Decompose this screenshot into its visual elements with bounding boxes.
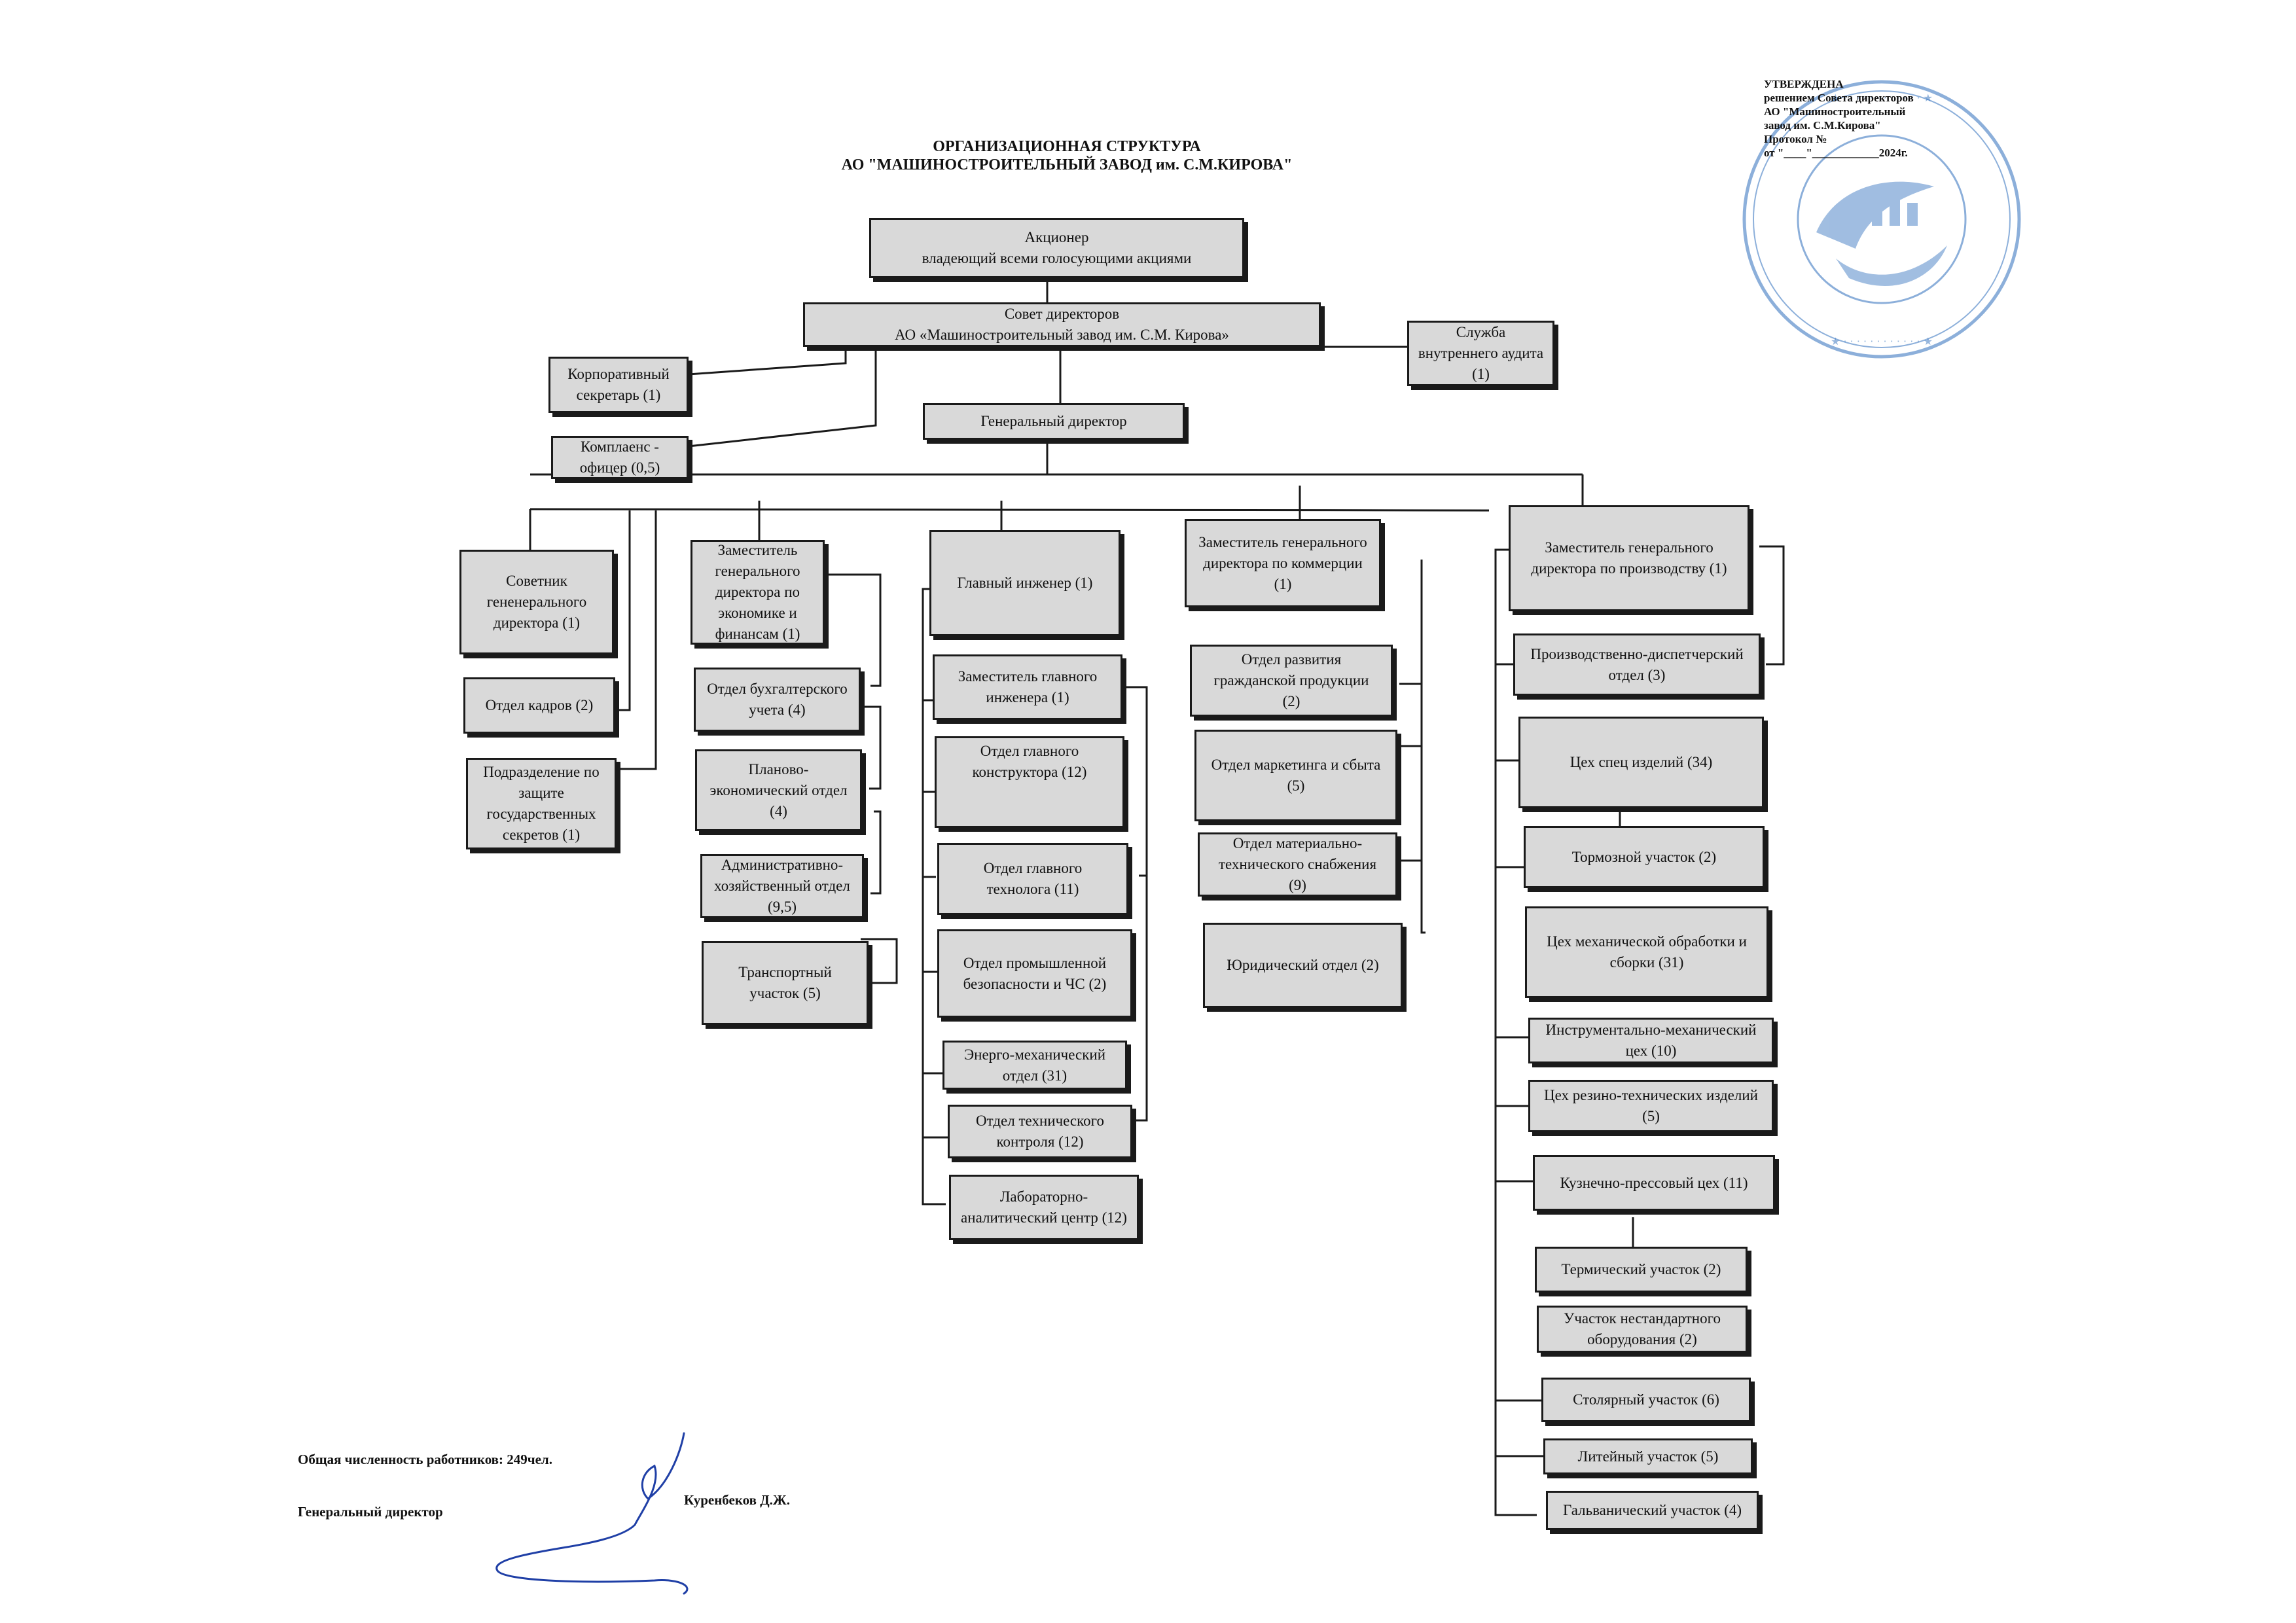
node-rubber-shop: Цех резино-технических изделий (5) [1528,1080,1774,1132]
node-special-products-shop: Цех спец изделий (34) [1518,717,1764,808]
approval-line-4: завод им. С.М.Кирова" [1764,119,1881,132]
node-foundry-section: Литейный участок (5) [1543,1438,1753,1474]
node-energy-mechanical: Энерго-механический отдел (31) [942,1041,1127,1090]
node-tool-shop: Инструментально-механический цех (10) [1528,1018,1774,1063]
approval-line-6: от "____"____________2024г. [1764,147,1908,159]
director-label: Генеральный директор [298,1504,443,1520]
approval-block: УТВЕРЖДЕНА решением Совета директоров АО… [1764,77,1986,160]
node-nonstandard-equipment: Участок нестандартного оборудования (2) [1537,1306,1748,1353]
node-brake-section: Тормозной участок (2) [1524,826,1765,888]
node-chief-engineer: Главный инженер (1) [929,530,1121,636]
node-industrial-safety: Отдел промышленной безопасности и ЧС (2) [937,929,1132,1018]
node-internal-audit: Служба внутреннего аудита (1) [1407,321,1554,386]
node-hr-department: Отдел кадров (2) [463,677,615,734]
node-civil-products: Отдел развития гражданской продукции (2) [1190,645,1393,717]
node-compliance-officer: Комплаенс - офицер (0,5) [551,436,689,479]
svg-text:★ · · · · · · · · · · · · ★: ★ · · · · · · · · · · · · ★ [1831,335,1933,348]
node-thermal-section: Термический участок (2) [1535,1247,1748,1293]
node-deputy-economics: Заместитель генерального директора по эк… [691,540,825,645]
node-accounting: Отдел бухгалтерского учета (4) [694,668,861,732]
approval-line-2: решением Совета директоров [1764,92,1914,104]
node-secrets-protection: Подразделение по защите государственных … [466,758,617,849]
node-carpentry-section: Столярный участок (6) [1541,1378,1751,1422]
approval-line-1: УТВЕРЖДЕНА [1764,78,1844,90]
approval-line-5: Протокол № [1764,133,1827,145]
director-name: Куренбеков Д.Ж. [684,1492,790,1508]
node-galvanic-section: Гальванический участок (4) [1546,1491,1759,1530]
node-admin-household: Административно- хозяйственный отдел (9,… [700,854,864,918]
node-planning-economics: Планово- экономический отдел (4) [695,749,862,831]
node-machining-shop: Цех механической обработки и сборки (31) [1525,906,1768,998]
node-supply: Отдел материально- технического снабжени… [1198,832,1397,897]
node-deputy-commerce: Заместитель генерального директора по ко… [1185,519,1381,607]
node-advisor: Советник гененерального директора (1) [459,550,614,654]
title-line-1: ОРГАНИЗАЦИОННАЯ СТРУКТУРА [933,138,1201,155]
chart-title: ОРГАНИЗАЦИОННАЯ СТРУКТУРА АО "МАШИНОСТРО… [720,137,1414,174]
total-employees: Общая численность работников: 249чел. [298,1452,552,1467]
node-legal: Юридический отдел (2) [1203,923,1403,1008]
node-marketing-sales: Отдел маркетинга и сбыта (5) [1194,730,1397,821]
node-corporate-secretary: Корпоративный секретарь (1) [548,357,689,413]
node-quality-control: Отдел технического контроля (12) [948,1105,1132,1158]
node-forging-shop: Кузнечно-прессовый цех (11) [1533,1155,1775,1211]
node-chief-designer: Отдел главного конструктора (12) [935,736,1124,828]
node-board: Совет директоров АО «Машиностроительный … [803,302,1321,347]
node-chief-technologist: Отдел главного технолога (11) [937,843,1128,915]
node-lab-center: Лабораторно- аналитический центр (12) [949,1175,1139,1240]
signature-icon [495,1432,689,1595]
node-deputy-production: Заместитель генерального директора по пр… [1509,505,1749,611]
node-general-director: Генеральный директор [923,403,1185,440]
approval-line-3: АО "Машиностроительный [1764,105,1906,118]
node-deputy-chief-engineer: Заместитель главного инженера (1) [933,654,1122,720]
title-line-2: АО "МАШИНОСТРОИТЕЛЬНЫЙ ЗАВОД им. С.М.КИР… [841,156,1293,173]
node-shareholder: Акционер владеющий всеми голосующими акц… [869,218,1244,278]
node-transport: Транспортный участок (5) [702,941,869,1025]
official-seal-icon: ★ · · · · · · · · · · · · ★ ★ · · · · · … [1742,80,2021,359]
svg-text:★ · · · · · · · · · · · · ★: ★ · · · · · · · · · · · · ★ [1831,92,1933,104]
node-dispatch: Производственно-диспетчерский отдел (3) [1513,633,1761,696]
